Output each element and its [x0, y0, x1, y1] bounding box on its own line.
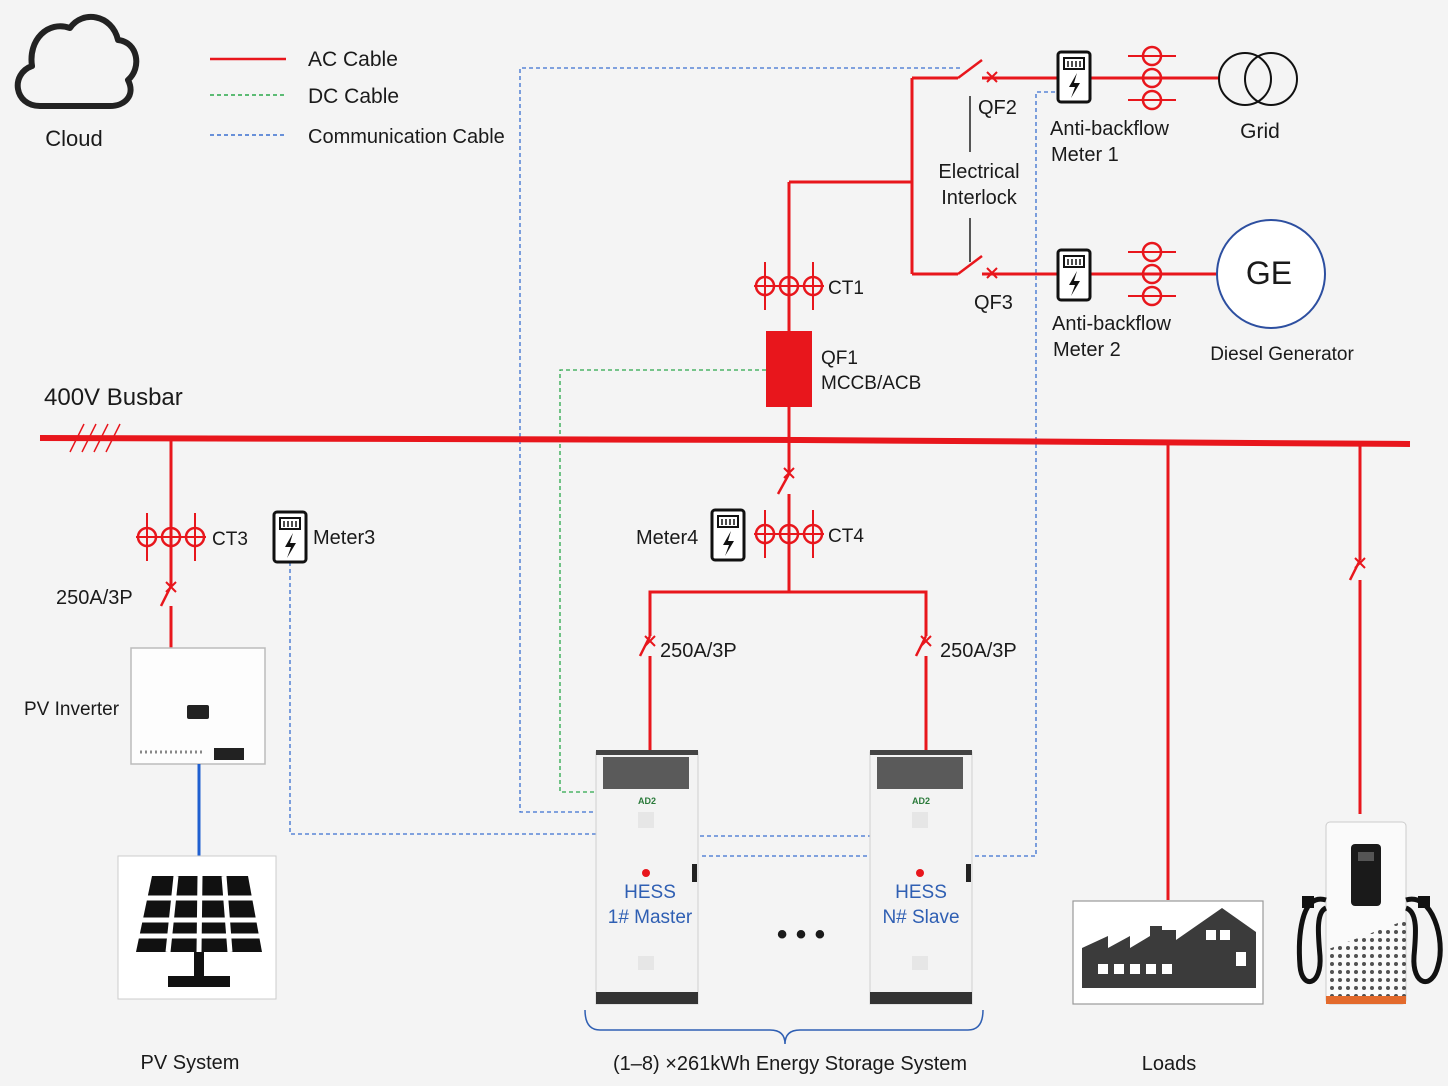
pv-inverter-label: PV Inverter [24, 699, 120, 720]
ct1-label: CT1 [828, 278, 864, 299]
hess-slave-brand: AD2 [912, 796, 930, 806]
qf3-label: QF3 [974, 292, 1013, 314]
meter4-label: Meter4 [636, 527, 698, 549]
anti-backflow-meter-1-icon [1056, 50, 1092, 104]
hess-master-brand: AD2 [638, 796, 656, 806]
meter3-label: Meter3 [313, 527, 375, 549]
qf1-type-label: MCCB/ACB [821, 373, 921, 394]
hess-ellipsis: • • • [777, 918, 825, 951]
ess-brace [584, 1009, 984, 1045]
legend-ac-label: AC Cable [308, 48, 398, 71]
pv-system-label: PV System [141, 1052, 240, 1074]
grid-label: Grid [1240, 120, 1280, 143]
factory-house-icon [1072, 900, 1264, 1005]
breaker-x-marks [165, 71, 1366, 647]
legend-comm-label: Communication Cable [308, 126, 505, 148]
comm-cable-meter3 [289, 562, 612, 835]
meter1-label-2: Meter 1 [1051, 144, 1119, 166]
meter1-label-1: Anti-backflow [1050, 118, 1169, 140]
hessn-breaker-label: 250A/3P [940, 640, 1017, 662]
comm-cable-meters-slave [700, 91, 1055, 857]
legend-dc-label: DC Cable [308, 85, 399, 108]
pv-inverter-icon [130, 647, 266, 765]
cloud-icon [14, 14, 140, 109]
ct4-icon [754, 510, 824, 558]
hess1-breaker-label: 250A/3P [660, 640, 737, 662]
generator-label: Diesel Generator [1210, 344, 1354, 365]
hess-master-cabinet [595, 750, 699, 1005]
qf1-label: QF1 [821, 348, 858, 369]
ct3-label: CT3 [212, 529, 248, 550]
cloud-label: Cloud [45, 126, 102, 151]
hess-master-label-2: 1# Master [608, 907, 693, 928]
generator-symbol-label: GE [1246, 255, 1292, 291]
ct4-label: CT4 [828, 526, 864, 547]
legend: AC Cable DC Cable Communication Cable [210, 48, 505, 148]
meter2-label-1: Anti-backflow [1052, 313, 1171, 335]
ev-charger-icon [1296, 821, 1443, 1005]
ct-grid-icon [1128, 45, 1176, 111]
interlock-label-2: Interlock [941, 187, 1018, 209]
hess-slave-label-1: HESS [895, 882, 947, 903]
loads-label: Loads [1142, 1053, 1197, 1075]
solar-panel-icon [117, 855, 277, 1000]
qf2-label: QF2 [978, 97, 1017, 119]
meter3-icon [272, 510, 308, 564]
pv-breaker-label: 250A/3P [56, 587, 133, 609]
dc-cable-qf1-master [559, 369, 766, 793]
anti-backflow-meter-2-icon [1056, 248, 1092, 302]
meter4-icon [710, 508, 746, 562]
generator-symbol [1216, 219, 1326, 329]
ct3-icon [136, 513, 206, 561]
hess-master-label-1: HESS [624, 882, 676, 903]
hess-slave-cabinet [869, 750, 973, 1005]
ct1-icon [754, 262, 824, 310]
hess-slave-label-2: N# Slave [882, 907, 959, 928]
transformer-icon [1218, 52, 1298, 106]
ess-caption: (1–8) ×261kWh Energy Storage System [613, 1053, 967, 1075]
ac-cables [39, 59, 1411, 900]
interlock-label-1: Electrical [938, 161, 1019, 183]
busbar-line [39, 435, 1411, 447]
qf1-breaker [766, 331, 812, 407]
meter2-label-2: Meter 2 [1053, 339, 1121, 361]
ct-generator-icon [1128, 241, 1176, 307]
busbar-label: 400V Busbar [44, 384, 183, 411]
